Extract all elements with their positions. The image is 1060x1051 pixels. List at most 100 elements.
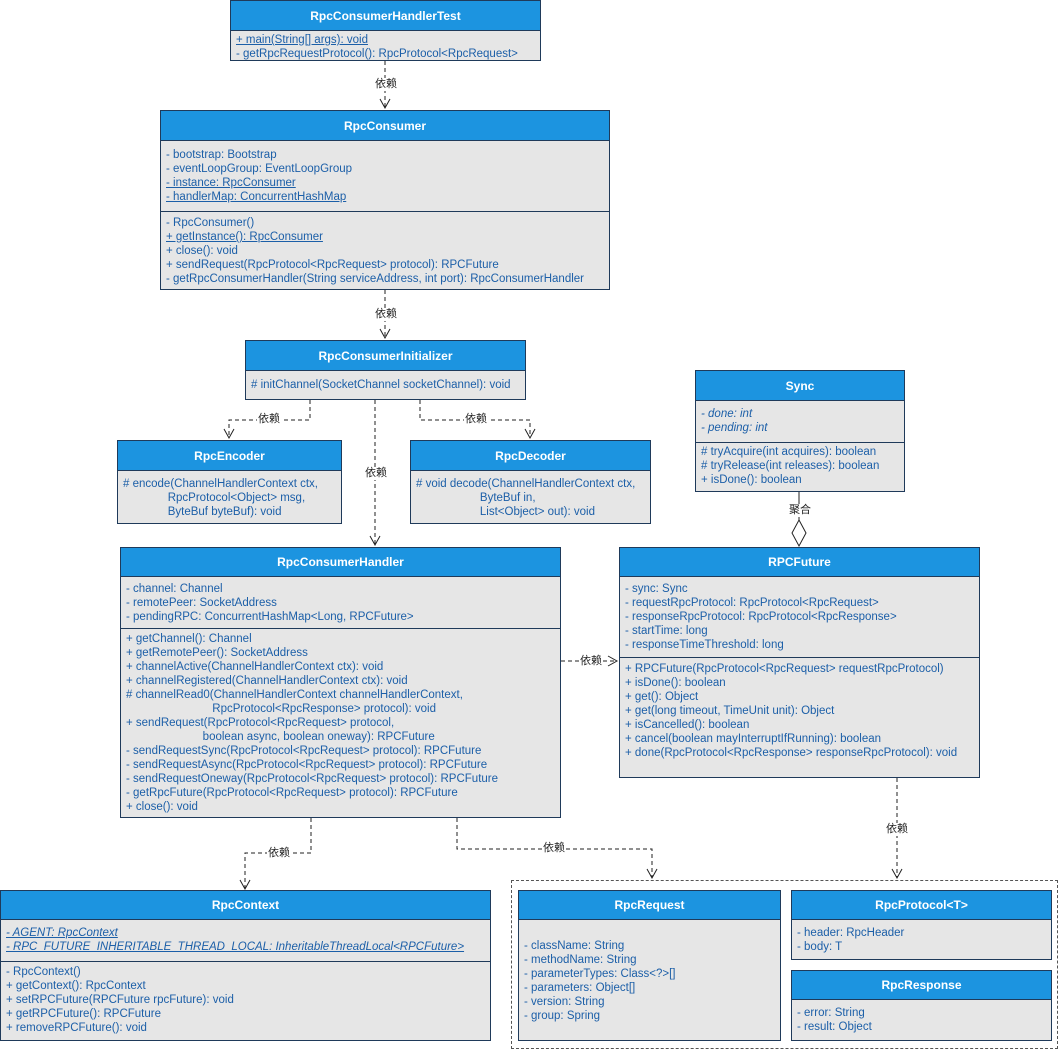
class-rpc-response[interactable]: RpcResponse - error: String - result: Ob… [791, 970, 1052, 1041]
method: + setRPCFuture(RPCFuture rpcFuture): voi… [6, 994, 234, 1006]
method: boolean async, boolean oneway): RPCFutur… [126, 731, 435, 743]
methods-section: # encode(ChannelHandlerContext ctx, RpcP… [118, 471, 341, 522]
methods-section: - RpcContext() + getContext(): RpcContex… [1, 962, 490, 1038]
agg-label: 聚合 [788, 504, 812, 517]
field: - remotePeer: SocketAddress [126, 597, 277, 609]
method: RpcProtocol<Object> msg, [123, 492, 306, 504]
field: - parameterTypes: Class<?>[] [524, 968, 676, 980]
dep-label: 依赖 [542, 842, 566, 855]
dep-label: 依赖 [267, 847, 291, 860]
method: + sendRequest(RpcProtocol<RpcRequest> pr… [126, 717, 395, 729]
field: - handlerMap: ConcurrentHashMap [166, 191, 347, 203]
class-title: RpcEncoder [118, 441, 341, 471]
method: + done(RpcProtocol<RpcResponse> response… [625, 747, 958, 759]
fields-section: - error: String - result: Object [792, 1000, 1051, 1037]
method: ByteBuf in, [416, 492, 536, 504]
aggregation-diamond [791, 518, 807, 548]
class-rpc-consumer[interactable]: RpcConsumer - bootstrap: Bootstrap - eve… [160, 110, 610, 290]
method: - sendRequestOneway(RpcProtocol<RpcReque… [126, 773, 499, 785]
fields-section: - AGENT: RpcContext - RPC_FUTURE_INHERIT… [1, 920, 490, 962]
class-title: RpcConsumerHandlerTest [231, 1, 540, 31]
class-rpc-consumer-initializer[interactable]: RpcConsumerInitializer # initChannel(Soc… [245, 340, 526, 400]
method: + isDone(): boolean [701, 474, 802, 486]
methods-section: # tryAcquire(int acquires): boolean # tr… [696, 443, 904, 490]
method: - getRpcRequestProtocol(): RpcProtocol<R… [236, 48, 518, 60]
fields-section: - className: String - methodName: String… [519, 920, 780, 1026]
dep-label: 依赖 [374, 308, 398, 321]
dep-label: 依赖 [579, 655, 603, 668]
field: - methodName: String [524, 954, 637, 966]
field: - startTime: long [625, 625, 708, 637]
field: - parameters: Object[] [524, 982, 636, 994]
method: - sendRequestAsync(RpcProtocol<RpcReques… [126, 759, 488, 771]
method: + removeRPCFuture(): void [6, 1022, 147, 1034]
method: + get(long timeout, TimeUnit unit): Obje… [625, 705, 835, 717]
method: + isCancelled(): boolean [625, 719, 750, 731]
method: + getRemotePeer(): SocketAddress [126, 647, 308, 659]
fields-section: - header: RpcHeader - body: T [792, 920, 1051, 957]
field: - AGENT: RpcContext [6, 927, 118, 939]
field: - sync: Sync [625, 583, 688, 595]
method: + channelActive(ChannelHandlerContext ct… [126, 661, 384, 673]
class-title: RpcRequest [519, 891, 780, 920]
method: - RpcContext() [6, 966, 81, 978]
class-title: RpcProtocol<T> [792, 891, 1051, 920]
method: - getRpcConsumerHandler(String serviceAd… [166, 273, 584, 285]
methods-section: # void decode(ChannelHandlerContext ctx,… [411, 471, 650, 522]
field: - done: int [701, 408, 753, 420]
method: RpcProtocol<RpcResponse> protocol): void [126, 703, 436, 715]
method: # void decode(ChannelHandlerContext ctx, [416, 478, 636, 490]
class-sync[interactable]: Sync - done: int - pending: int # tryAcq… [695, 370, 905, 492]
method: + getRPCFuture(): RPCFuture [6, 1008, 161, 1020]
method: + RPCFuture(RpcProtocol<RpcRequest> requ… [625, 663, 944, 675]
class-rpc-decoder[interactable]: RpcDecoder # void decode(ChannelHandlerC… [410, 440, 651, 524]
methods-section: + getChannel(): Channel + getRemotePeer(… [121, 629, 560, 817]
method: + channelRegistered(ChannelHandlerContex… [126, 675, 408, 687]
dep-label: 依赖 [885, 823, 909, 836]
method: List<Object> out): void [416, 506, 595, 518]
class-title: RPCFuture [620, 548, 979, 577]
class-title: RpcConsumerHandler [121, 548, 560, 577]
field: - bootstrap: Bootstrap [166, 149, 277, 161]
class-rpc-consumer-handler-test[interactable]: RpcConsumerHandlerTest + main(String[] a… [230, 0, 541, 61]
field: - className: String [524, 940, 625, 952]
fields-section: - sync: Sync - requestRpcProtocol: RpcPr… [620, 577, 979, 658]
method: + getContext(): RpcContext [6, 980, 146, 992]
model-group-box [511, 880, 1058, 1049]
class-title: Sync [696, 371, 904, 401]
field: - group: Spring [524, 1010, 601, 1022]
method: - getRpcFuture(RpcProtocol<RpcRequest> p… [126, 787, 458, 799]
class-title: RpcDecoder [411, 441, 650, 471]
class-rpc-context[interactable]: RpcContext - AGENT: RpcContext - RPC_FUT… [0, 890, 491, 1041]
fields-section: - done: int - pending: int [696, 401, 904, 443]
field: - body: T [797, 941, 843, 953]
method: + isDone(): boolean [625, 677, 726, 689]
class-rpc-protocol[interactable]: RpcProtocol<T> - header: RpcHeader - bod… [791, 890, 1052, 960]
class-rpc-request[interactable]: RpcRequest - className: String - methodN… [518, 890, 781, 1041]
field: - channel: Channel [126, 583, 223, 595]
method: + getInstance(): RpcConsumer [166, 231, 323, 243]
dep-label: 依赖 [464, 413, 488, 426]
field: - pendingRPC: ConcurrentHashMap<Long, RP… [126, 611, 414, 623]
field: - requestRpcProtocol: RpcProtocol<RpcReq… [625, 597, 879, 609]
method: + main(String[] args): void [236, 34, 368, 46]
field: - result: Object [797, 1021, 872, 1033]
class-title: RpcContext [1, 891, 490, 920]
field: - instance: RpcConsumer [166, 177, 296, 189]
method: - sendRequestSync(RpcProtocol<RpcRequest… [126, 745, 482, 757]
class-title: RpcConsumerInitializer [246, 341, 525, 371]
dep-label: 依赖 [374, 78, 398, 91]
methods-section: + main(String[] args): void - getRpcRequ… [231, 31, 540, 64]
field: - header: RpcHeader [797, 927, 905, 939]
class-rpc-encoder[interactable]: RpcEncoder # encode(ChannelHandlerContex… [117, 440, 342, 524]
class-rpc-consumer-handler[interactable]: RpcConsumerHandler - channel: Channel - … [120, 547, 561, 818]
class-rpc-future[interactable]: RPCFuture - sync: Sync - requestRpcProto… [619, 547, 980, 778]
method: ByteBuf byteBuf): void [123, 506, 282, 518]
method: + cancel(boolean mayInterruptIfRunning):… [625, 733, 882, 745]
methods-section: # initChannel(SocketChannel socketChanne… [246, 371, 525, 395]
method: + getChannel(): Channel [126, 633, 252, 645]
field: - eventLoopGroup: EventLoopGroup [166, 163, 353, 175]
method: # initChannel(SocketChannel socketChanne… [251, 379, 511, 391]
field: - pending: int [701, 422, 768, 434]
field: - responseTimeThreshold: long [625, 639, 784, 651]
